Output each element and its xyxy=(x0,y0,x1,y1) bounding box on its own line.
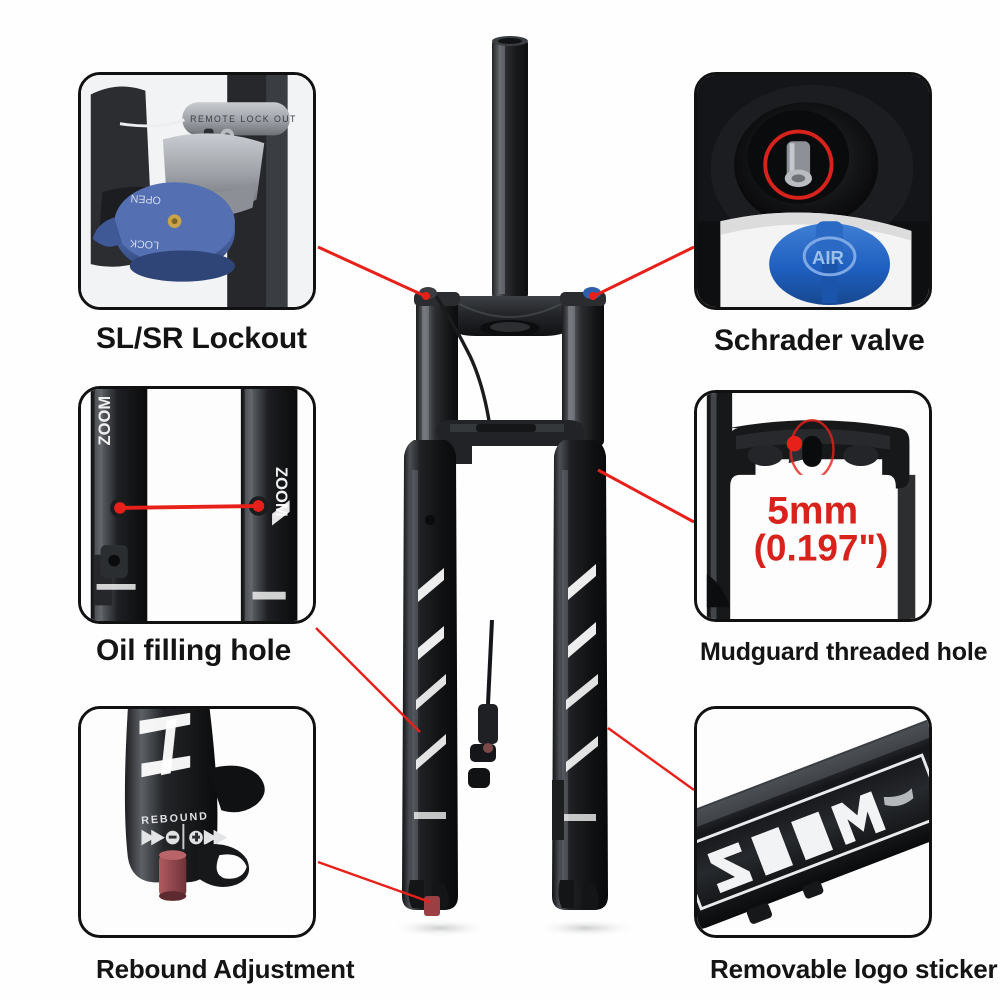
photo-text-air: AIR xyxy=(812,247,844,268)
connector-sl-sr-lockout xyxy=(317,245,426,298)
fork-arch xyxy=(436,420,584,464)
oil-filling-port-left xyxy=(425,515,435,525)
rebound-adjuster-knob xyxy=(159,855,187,897)
callout-photo-schrader-valve: AIR xyxy=(694,72,932,310)
mudguard-hole-dot xyxy=(786,435,803,452)
photo-text-lock: LOCK xyxy=(129,237,160,251)
photo-lockout: REMOTE LOCK OUT OPEN LOCK xyxy=(81,75,313,307)
callout-label-rebound-adjustment: Rebound Adjustment xyxy=(96,954,355,984)
photo-text-open: OPEN xyxy=(130,192,161,206)
photo-schrader: AIR xyxy=(697,75,929,307)
callout-photo-mudguard-threaded-hole: 5mm (0.197") xyxy=(694,390,932,622)
callout-label-removable-logo-sticker: Removable logo sticker xyxy=(710,954,998,984)
callout-photo-sl-sr-lockout: REMOTE LOCK OUT OPEN LOCK xyxy=(78,72,316,310)
connector-oil-filling-hole xyxy=(315,627,421,733)
connector-lines xyxy=(315,245,695,904)
mudguard-hole xyxy=(802,435,822,468)
connector-logo-sticker xyxy=(607,727,695,791)
connector-schrader-valve xyxy=(593,245,695,298)
annotation-5mm: 5mm xyxy=(767,490,858,533)
callout-photo-rebound-adjustment: REBOUND xyxy=(78,706,316,938)
connector-mudguard-hole xyxy=(597,468,695,524)
oil-hole-measure-line xyxy=(119,504,259,510)
cable-hardware xyxy=(468,619,498,788)
photo-mudguard: 5mm (0.197") xyxy=(697,393,929,619)
connector-rebound-adjustment xyxy=(317,860,431,904)
callout-label-mudguard-threaded-hole: Mudguard threaded hole xyxy=(700,638,988,666)
annotation-inches: (0.197") xyxy=(754,527,889,569)
rebound-knob xyxy=(424,896,440,916)
lower-leg-left xyxy=(402,440,458,916)
callout-label-schrader-valve: Schrader valve xyxy=(714,324,925,357)
callout-photo-oil-filling-hole: ZOOM ZOOM xyxy=(78,386,316,624)
callout-label-sl-sr-lockout: SL/SR Lockout xyxy=(96,322,307,355)
lower-leg-right xyxy=(552,440,608,910)
photo-rebound: REBOUND xyxy=(81,709,313,935)
photo-text-rebound: REBOUND xyxy=(141,810,209,827)
valve-highlight-circle xyxy=(763,129,834,200)
photo-text-remote-lock-out: REMOTE LOCK OUT xyxy=(190,114,297,124)
fork-crown xyxy=(424,296,596,336)
callout-photo-removable-logo-sticker xyxy=(694,706,932,938)
remote-lockout-cable xyxy=(434,295,494,443)
steerer-tube xyxy=(492,36,528,300)
photo-oil-hole: ZOOM ZOOM xyxy=(81,389,313,621)
callout-label-oil-filling-hole: Oil filling hole xyxy=(96,634,292,667)
photo-logo-sticker xyxy=(697,709,929,935)
photo-text-zoom-left: ZOOM xyxy=(95,396,114,446)
